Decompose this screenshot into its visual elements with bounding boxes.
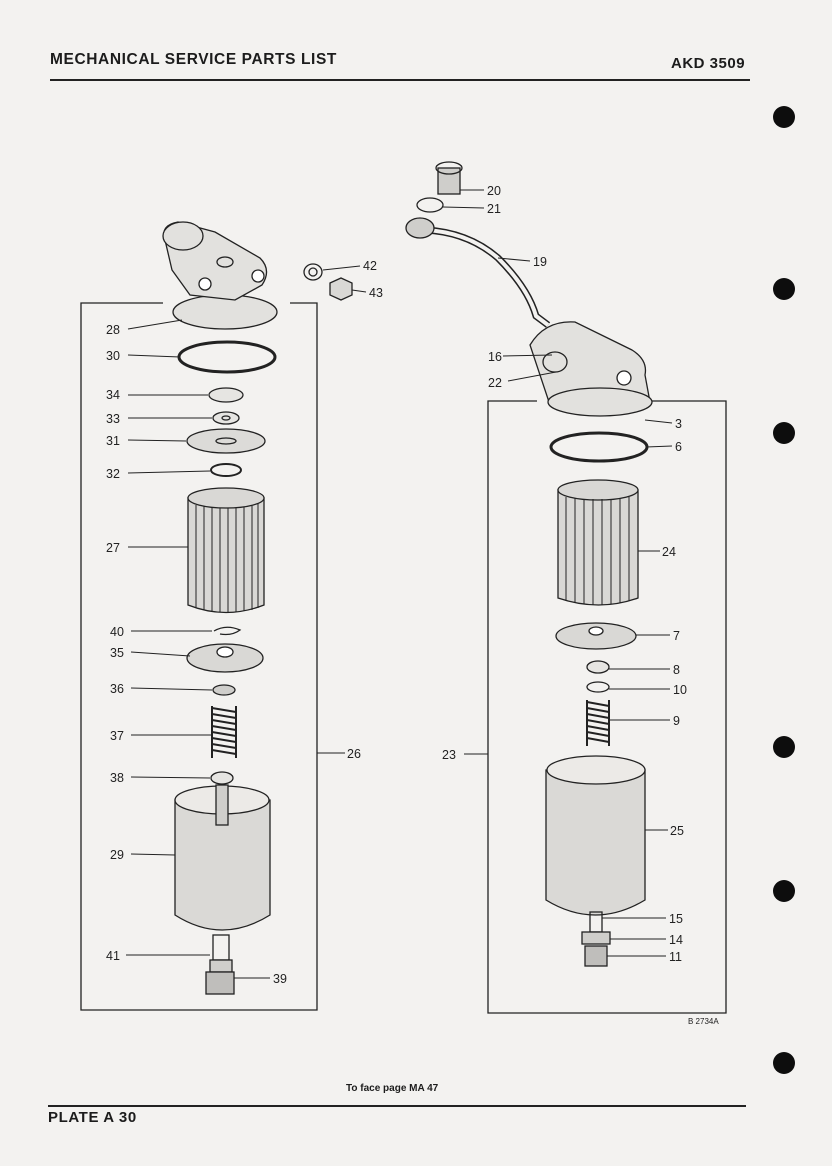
filter-bowl-right (545, 755, 646, 916)
washer-33 (212, 411, 240, 425)
washer-32 (210, 463, 242, 477)
sealing-ring-right (549, 431, 649, 463)
washer-36 (212, 684, 236, 696)
plate-number: PLATE A 30 (48, 1109, 137, 1126)
binder-hole (773, 1052, 795, 1074)
callout-19: 19 (533, 255, 547, 269)
callout-10: 10 (673, 683, 687, 697)
element-pleats-right (565, 497, 630, 605)
sealing-ring-left (177, 340, 277, 374)
callout-21: 21 (487, 202, 501, 216)
callout-37: 37 (110, 729, 124, 743)
spring-37 (211, 706, 237, 758)
element-pleats-left (195, 504, 259, 612)
callout-20: 20 (487, 184, 501, 198)
face-page-note: To face page MA 47 (346, 1083, 439, 1094)
binder-hole (773, 106, 795, 128)
callout-27: 27 (106, 541, 120, 555)
binder-hole (773, 880, 795, 902)
washer-21 (416, 197, 444, 213)
binder-hole (773, 278, 795, 300)
seal-41 (209, 959, 233, 973)
callout-40: 40 (110, 625, 124, 639)
callout-29: 29 (110, 848, 124, 862)
callout-32: 32 (106, 467, 120, 481)
pressure-plate-7 (555, 622, 637, 650)
callout-11: 11 (669, 950, 682, 964)
pipe-19 (424, 226, 551, 328)
callout-42: 42 (363, 259, 377, 273)
plate-31 (186, 428, 266, 454)
callout-26: 26 (347, 747, 361, 761)
centre-bolt-left (215, 784, 229, 826)
callout-25: 25 (670, 824, 684, 838)
seal-8 (586, 660, 610, 674)
banjo-bolt-20 (437, 167, 461, 195)
washer-34 (208, 387, 244, 403)
callout-24: 24 (662, 545, 676, 559)
callout-16: 16 (488, 350, 502, 364)
filter-head-left (162, 221, 278, 330)
leader-lines (126, 189, 673, 979)
washer-14 (581, 931, 611, 945)
circlip-40 (213, 626, 242, 636)
callout-7: 7 (673, 629, 680, 643)
document-code: AKD 3509 (671, 55, 746, 72)
callout-labels: 28 30 34 33 31 32 27 40 35 36 37 38 29 4… (106, 184, 687, 986)
seal-38 (210, 771, 234, 785)
footer-divider (48, 1105, 746, 1107)
callout-22: 22 (488, 376, 502, 390)
callout-41: 41 (106, 949, 120, 963)
binder-hole (773, 736, 795, 758)
callout-43: 43 (369, 286, 383, 300)
pressure-plate-35 (186, 643, 264, 673)
callout-30: 30 (106, 349, 120, 363)
spring-9 (586, 700, 610, 746)
callout-34: 34 (106, 388, 120, 402)
page-title: MECHANICAL SERVICE PARTS LIST (50, 51, 337, 68)
callout-35: 35 (110, 646, 124, 660)
nut-43 (329, 277, 353, 301)
binder-hole (773, 422, 795, 444)
callout-33: 33 (106, 412, 120, 426)
callout-39: 39 (273, 972, 287, 986)
filter-bowl-left (174, 785, 271, 931)
bolt-11 (584, 945, 608, 967)
callout-38: 38 (110, 771, 124, 785)
drawing-reference: B 2734A (688, 1017, 719, 1026)
callout-36: 36 (110, 682, 124, 696)
callout-9: 9 (673, 714, 680, 728)
washer-42 (303, 263, 323, 281)
callout-6: 6 (675, 440, 682, 454)
washer-10 (586, 681, 610, 693)
callout-8: 8 (673, 663, 680, 677)
callout-28: 28 (106, 323, 120, 337)
bolt-head-39 (205, 971, 235, 995)
callout-15: 15 (669, 912, 683, 926)
callout-14: 14 (669, 933, 683, 947)
header-divider (50, 79, 750, 81)
callout-23: 23 (442, 748, 456, 762)
left-assembly-bracket (80, 302, 318, 1011)
right-assembly-bracket (487, 400, 727, 1014)
callout-3: 3 (675, 417, 682, 431)
callout-31: 31 (106, 434, 120, 448)
filter-head-right (529, 321, 653, 417)
filter-element-left (187, 487, 265, 614)
filter-element-right (557, 479, 639, 606)
